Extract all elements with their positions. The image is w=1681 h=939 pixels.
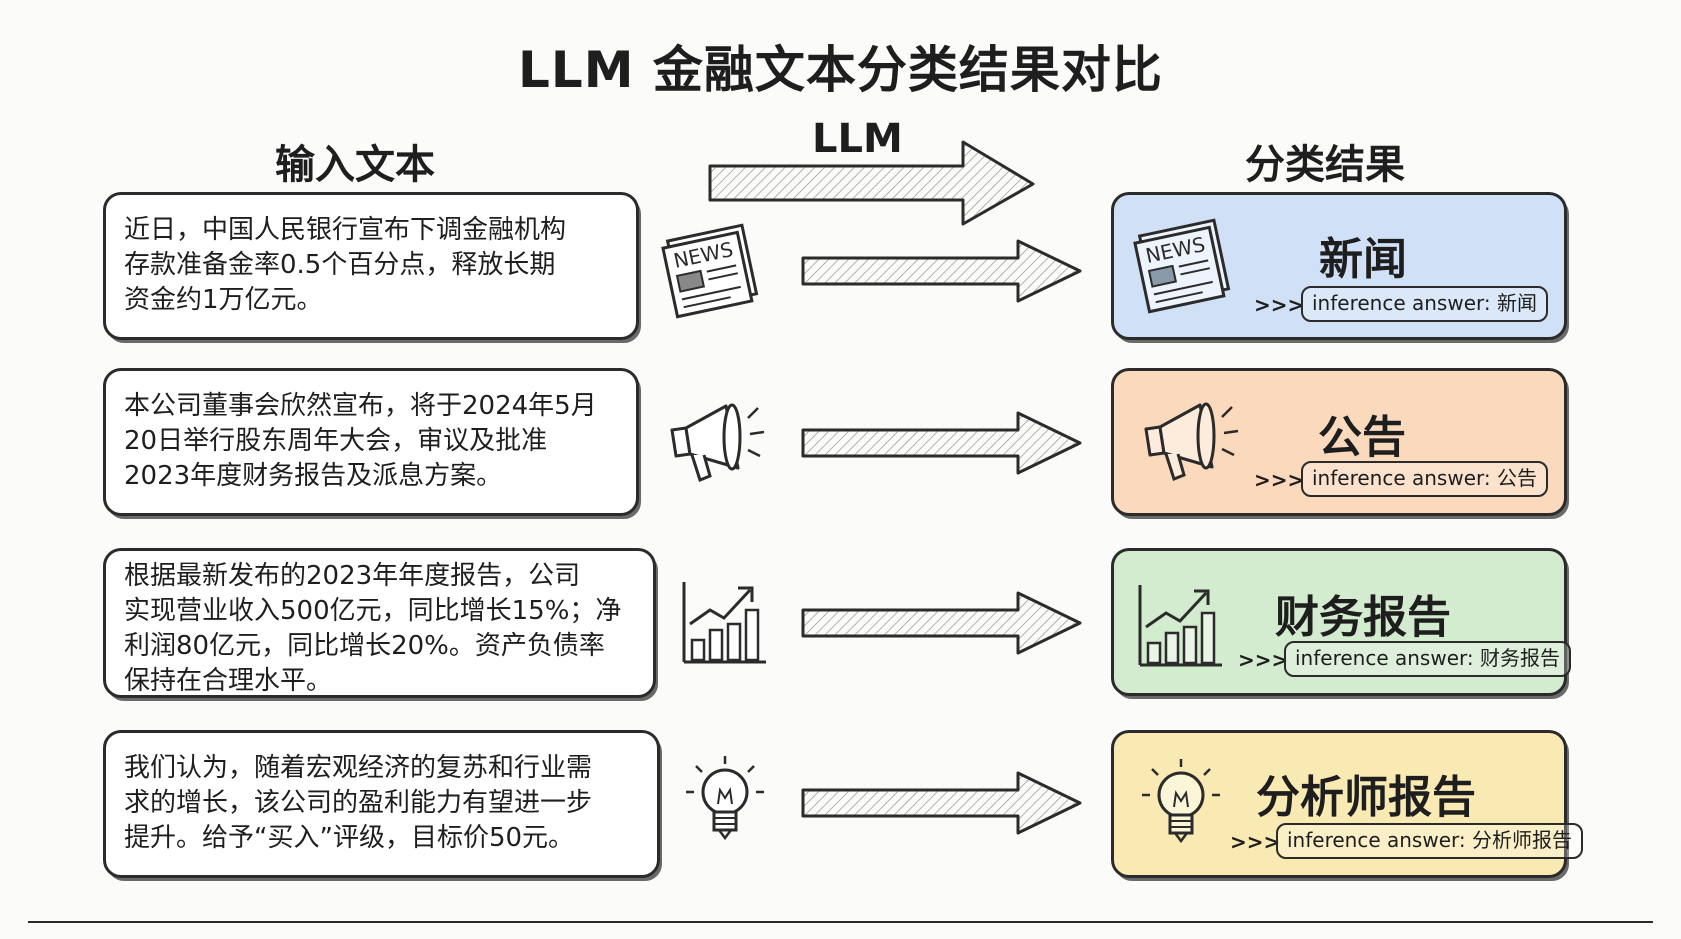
input-line: 提升。给予“买入”评级，目标价50元。 — [124, 823, 575, 853]
arrow-icon — [801, 239, 1082, 303]
prompt-marker: >>> — [1254, 468, 1305, 492]
result-box-2: 公告 >>> inference answer: 公告 — [1111, 368, 1567, 516]
input-line: 我们认为，随着宏观经济的复苏和行业需 — [124, 753, 593, 783]
lightbulb-icon — [686, 756, 764, 841]
category-label: 财务报告 — [1275, 592, 1451, 643]
input-line: 存款准备金率0.5个百分点，释放长期 — [124, 250, 556, 280]
output-column-header: 分类结果 — [1245, 142, 1405, 188]
result-box-3: 财务报告 >>> inference answer: 财务报告 — [1111, 548, 1571, 696]
input-text-box-3: 根据最新发布的2023年年度报告，公司 实现营业收入500亿元，同比增长15%；… — [103, 548, 656, 698]
input-line: 保持在合理水平。 — [124, 666, 333, 696]
newspaper-icon: NEWS — [1133, 218, 1231, 314]
input-text-box-4: 我们认为，随着宏观经济的复苏和行业需 求的增长，该公司的盈利能力有望进一步 提升… — [103, 730, 660, 878]
prompt-marker: >>> — [1254, 293, 1305, 317]
category-label: 分析师报告 — [1256, 772, 1476, 823]
input-line: 根据最新发布的2023年年度报告，公司 — [124, 561, 581, 591]
input-line: 资金约1万亿元。 — [124, 285, 323, 315]
input-line: 求的增长，该公司的盈利能力有望进一步 — [124, 788, 593, 818]
input-column-header: 输入文本 — [275, 142, 435, 188]
input-line: 2023年度财务报告及派息方案。 — [124, 461, 503, 491]
input-line: 近日，中国人民银行宣布下调金融机构 — [124, 215, 567, 245]
input-text-box-1: 近日，中国人民银行宣布下调金融机构 存款准备金率0.5个百分点，释放长期 资金约… — [103, 192, 639, 340]
bottom-divider — [28, 921, 1653, 923]
input-line: 本公司董事会欣然宣布，将于2024年5月 — [124, 391, 597, 421]
megaphone-icon — [1144, 402, 1239, 481]
bar-chart-icon — [682, 582, 766, 664]
prompt-marker: >>> — [1230, 830, 1281, 854]
inference-answer: inference answer: 财务报告 — [1284, 641, 1571, 677]
input-line: 实现营业收入500亿元，同比增长15%；净 — [124, 596, 622, 626]
bar-chart-icon — [1138, 585, 1222, 667]
arrow-icon — [801, 411, 1082, 475]
input-text-box-2: 本公司董事会欣然宣布，将于2024年5月 20日举行股东周年大会，审议及批准 2… — [103, 368, 639, 516]
llm-arrow-icon — [708, 140, 1035, 226]
result-box-1: NEWS 新闻 >>> inference answer: 新闻 — [1111, 192, 1567, 340]
inference-answer: inference answer: 新闻 — [1301, 286, 1548, 322]
page-title: LLM 金融文本分类结果对比 — [518, 41, 1163, 99]
input-line: 20日举行股东周年大会，审议及批准 — [124, 426, 548, 456]
result-box-4: 分析师报告 >>> inference answer: 分析师报告 — [1111, 730, 1583, 878]
arrow-icon — [801, 591, 1082, 655]
category-label: 新闻 — [1319, 234, 1407, 285]
newspaper-icon: NEWS — [661, 223, 759, 319]
prompt-marker: >>> — [1238, 648, 1289, 672]
megaphone-icon — [670, 403, 765, 482]
llm-label: LLM — [812, 116, 903, 162]
inference-answer: inference answer: 公告 — [1301, 461, 1548, 497]
inference-answer: inference answer: 分析师报告 — [1276, 823, 1583, 859]
arrow-icon — [801, 771, 1082, 835]
input-line: 利润80亿元，同比增长20%。资产负债率 — [124, 631, 605, 661]
lightbulb-icon — [1142, 759, 1220, 844]
category-label: 公告 — [1318, 412, 1406, 463]
